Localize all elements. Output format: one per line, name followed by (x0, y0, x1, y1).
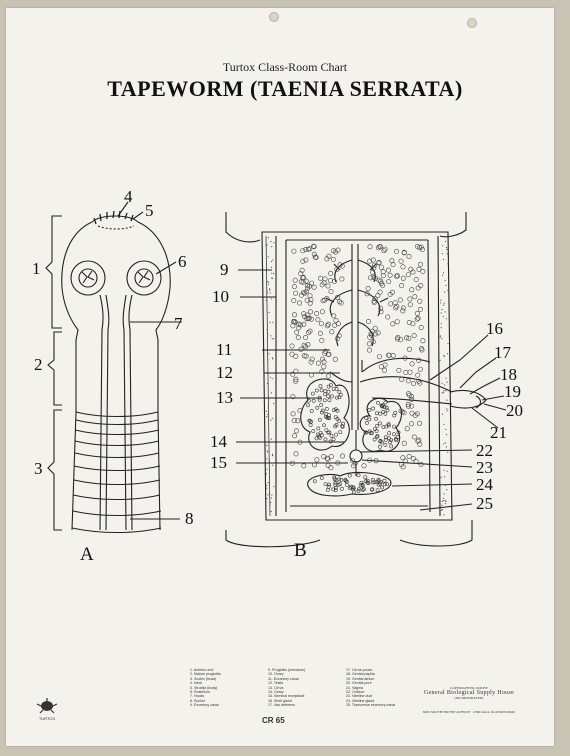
publisher-inc: (INCORPORATED) (454, 696, 484, 700)
legend-item: 25. Transverse excretory canal (346, 703, 396, 708)
label-8: 8 (185, 509, 194, 528)
label-24: 24 (476, 475, 494, 494)
hanging-hole-left (269, 12, 279, 22)
legend-item: 16. Shell gland (268, 698, 292, 703)
label-11: 11 (216, 340, 232, 359)
legend-item: 24. Vitelline gland (346, 698, 375, 703)
legend-item: 19. Genital atrium (346, 676, 375, 681)
figure-a-caption: A (80, 544, 94, 565)
label-22: 22 (476, 441, 493, 460)
figure-b-caption: B (294, 540, 307, 561)
publisher-address: 8200 SOUTH HOYNE AVENUE · CHICAGO, ILLIN… (422, 710, 516, 714)
legend-item: 18. Genital papilla (346, 672, 375, 677)
label-17: 17 (494, 343, 512, 362)
legend-item: 23. Vitelline duct (346, 694, 373, 699)
legend-item: 14. Ovary (268, 690, 284, 695)
label-1: 1 (32, 259, 41, 278)
label-25: 25 (476, 494, 493, 513)
legend-item: 13. Cirrus (268, 685, 284, 690)
figure-a-scolex (45, 201, 182, 534)
label-9: 9 (220, 260, 229, 279)
label-6: 6 (178, 252, 187, 271)
legend-item: 3. Scolex (head) (190, 676, 217, 681)
logo-text: TURTOX (39, 716, 56, 721)
label-5: 5 (145, 201, 154, 220)
ovary-stippling (306, 383, 401, 495)
chart-subtitle: Turtox Class-Room Chart (222, 60, 348, 74)
legend-item: 11. Excretory canal (268, 676, 299, 681)
publisher-block: COPYRIGHTED 1946 BY General Biological S… (414, 686, 524, 714)
publisher-name: General Biological Supply House (423, 690, 515, 696)
legend-item: 4. Neck (190, 681, 203, 686)
label-15: 15 (210, 453, 227, 472)
testes-stippling (289, 243, 426, 471)
label-23: 23 (476, 458, 493, 477)
figure-b-proglottid (225, 212, 507, 548)
legend-item: 20. Genital pore (346, 681, 372, 686)
legend-item: 9. Excretory canal (190, 703, 219, 708)
label-10: 10 (212, 287, 229, 306)
turtox-logo-icon: TURTOX (36, 698, 58, 721)
chart-code: CR 65 (262, 716, 285, 725)
legend-item: 10. Ovary (268, 672, 284, 677)
legend-item: 6. Rostellum (190, 690, 210, 695)
legend-item: 17. Cirrus pouch (346, 668, 373, 672)
chart-title: TAPEWORM (TAENIA SERRATA) (107, 76, 463, 101)
legend-item: 15. Seminal receptacle (268, 694, 305, 699)
legend-item: 22. Oviduct (346, 690, 365, 695)
label-19: 19 (504, 382, 521, 401)
publisher-copyright: COPYRIGHTED 1946 BY (449, 686, 489, 690)
label-7: 7 (174, 314, 183, 333)
label-13: 13 (216, 388, 233, 407)
legend-item: 2. Mature proglottis (190, 672, 221, 677)
hanging-hole-right (467, 18, 477, 28)
legend-item: 7. Hooks (190, 694, 205, 699)
legend-item: 8. Sucker (190, 698, 206, 703)
label-4: 4 (124, 187, 133, 206)
label-16: 16 (486, 319, 503, 338)
legend-item: 5. Strobila (body) (190, 685, 218, 690)
label-12: 12 (216, 363, 233, 382)
label-2: 2 (34, 355, 43, 374)
label-21: 21 (490, 423, 507, 442)
legend-item: 1. Anterior end (190, 668, 214, 672)
label-18: 18 (500, 365, 517, 384)
legend-item: 21. Vagina (346, 685, 363, 690)
label-14: 14 (210, 432, 228, 451)
legend-item: 12. Testis (268, 681, 284, 686)
label-3: 3 (34, 459, 43, 478)
legend-item: 9. Proglottis (immature) (268, 668, 306, 672)
legend-item: 17. Vas deferens (268, 703, 295, 708)
segment-edge-stripes (265, 236, 449, 516)
chart-poster (6, 8, 554, 746)
label-20: 20 (506, 401, 523, 420)
